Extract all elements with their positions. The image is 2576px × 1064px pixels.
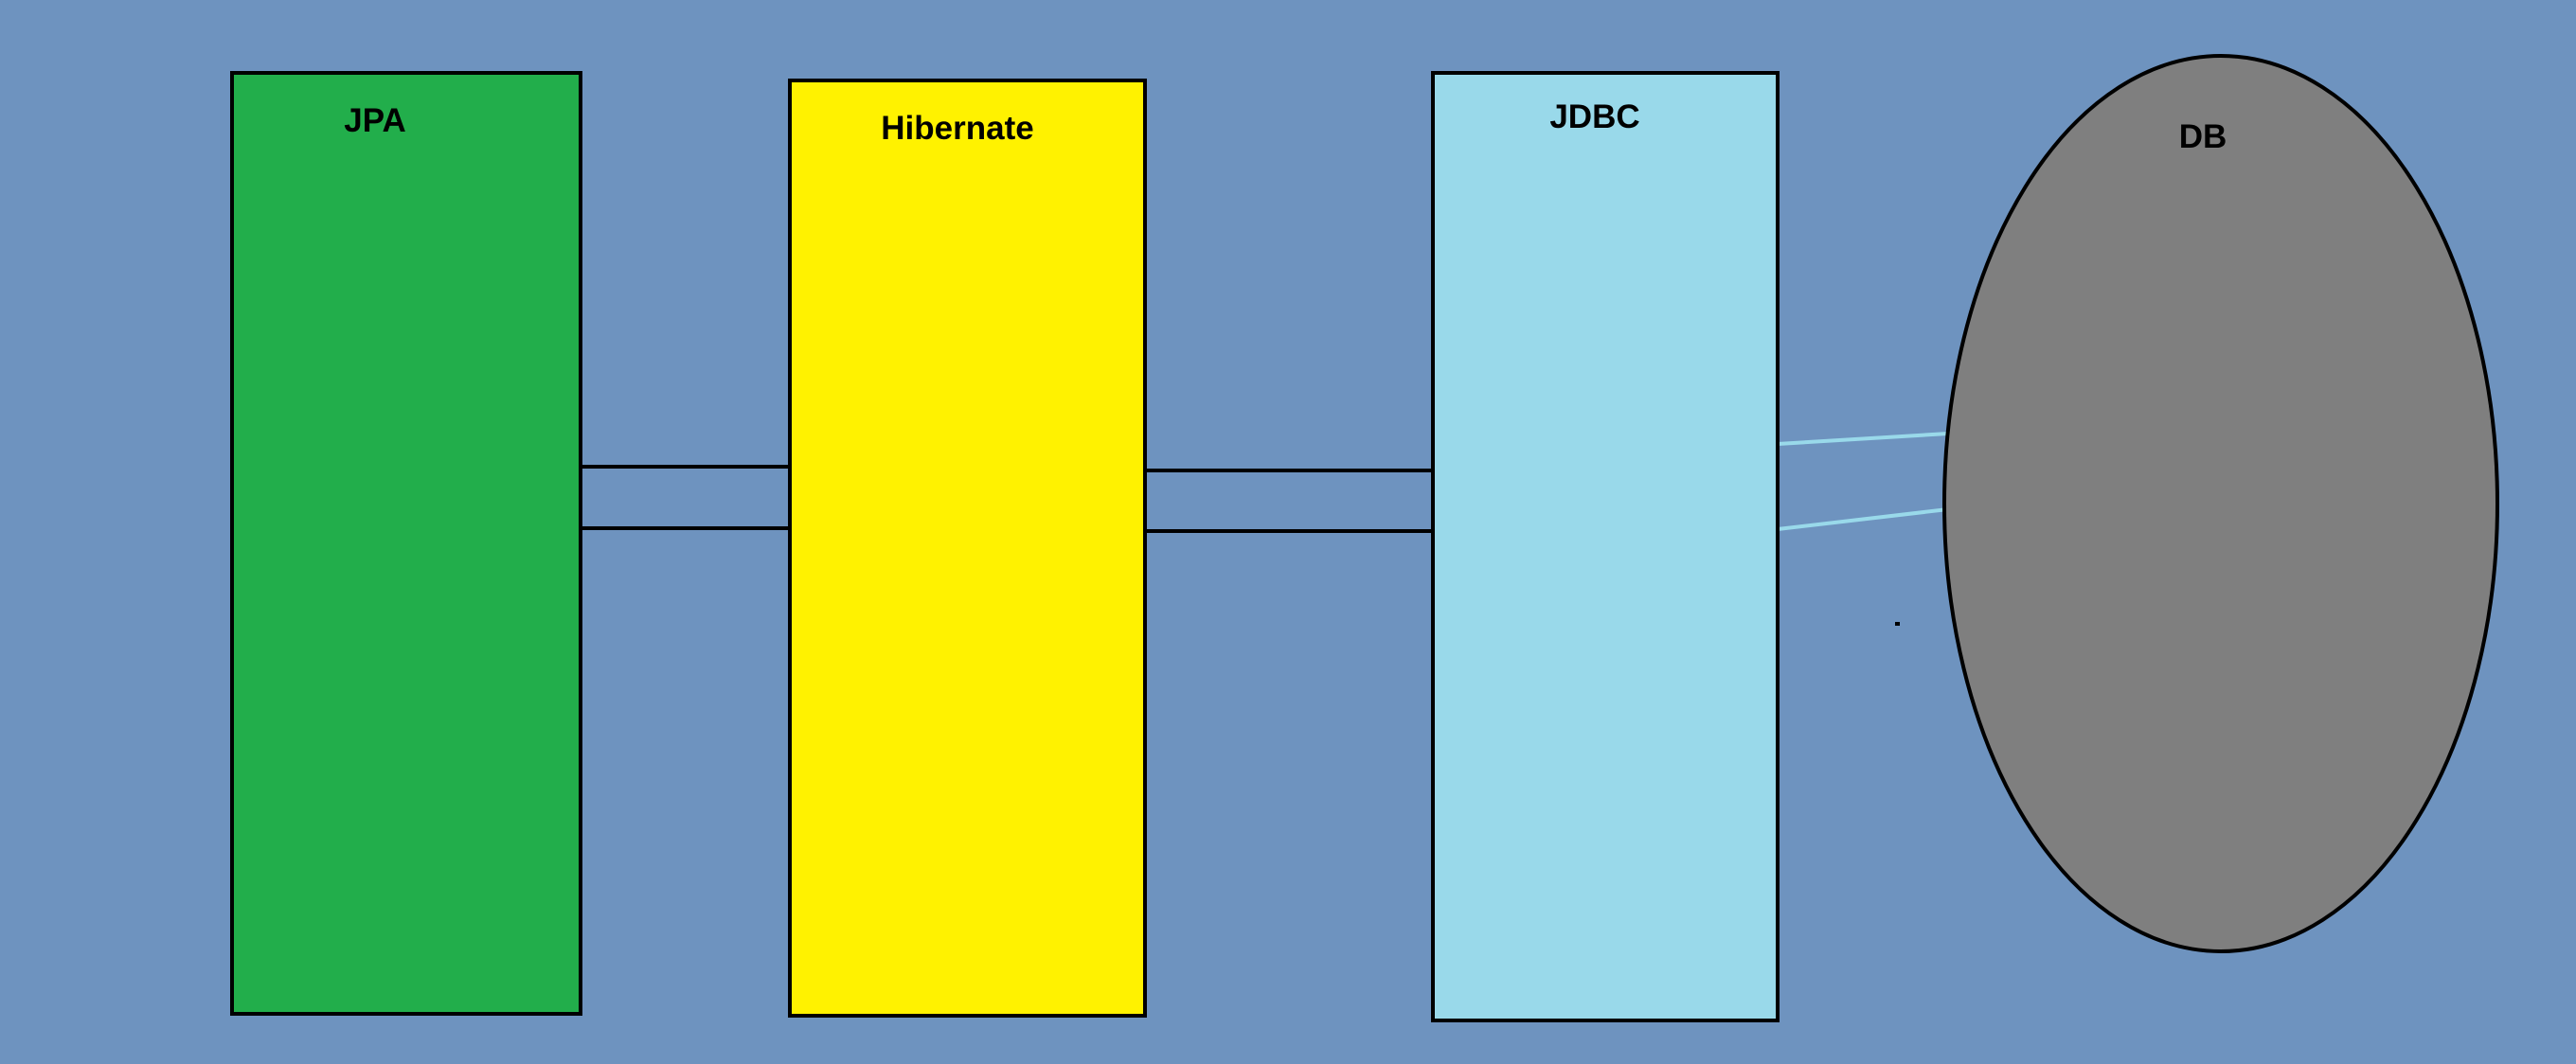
jdbc-label: JDBC [1549,98,1639,135]
jpa-node: JPA [230,71,582,1016]
jdbc-box [1431,71,1780,1022]
connector-jpa-hibernate [581,465,790,530]
hibernate-node: Hibernate [788,79,1147,1018]
jpa-box [230,71,582,1016]
hibernate-box [788,79,1147,1018]
stray-dot [1895,622,1900,626]
hibernate-label: Hibernate [881,110,1033,147]
jdbc-node: JDBC [1431,71,1780,1022]
db-node: DB [1942,54,2499,953]
connector-jdbc-db [1777,432,1949,531]
jpa-label: JPA [344,102,406,139]
db-ellipse [1942,54,2499,953]
db-label: DB [2179,118,2227,155]
